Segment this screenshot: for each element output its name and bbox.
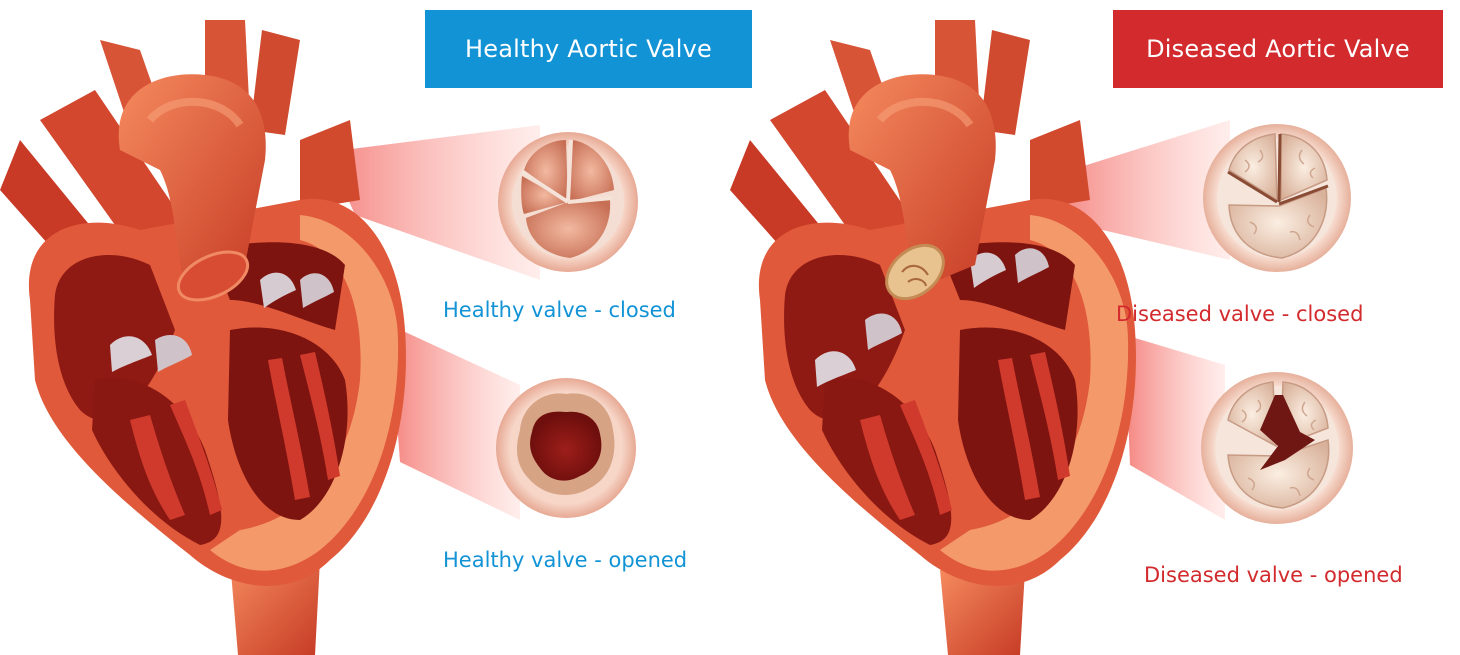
calcified-valve-opened-icon bbox=[1201, 372, 1353, 524]
heart-illustration-diseased bbox=[730, 0, 1460, 655]
tricuspid-valve-opened-icon bbox=[496, 378, 636, 518]
diseased-panel: Diseased Aortic Valve Diseased valve - c… bbox=[730, 0, 1460, 655]
diseased-opened-caption: Diseased valve - opened bbox=[1144, 563, 1403, 587]
healthy-panel: Healthy Aortic Valve Healthy valve - clo… bbox=[0, 0, 730, 655]
calcified-valve-closed-icon bbox=[1203, 124, 1351, 272]
zoom-funnel-opened bbox=[390, 325, 520, 520]
healthy-opened-caption: Healthy valve - opened bbox=[443, 548, 687, 572]
tricuspid-valve-closed-icon bbox=[498, 132, 638, 272]
diseased-closed-caption: Diseased valve - closed bbox=[1116, 302, 1363, 326]
diseased-title-badge: Diseased Aortic Valve bbox=[1113, 10, 1443, 88]
healthy-closed-caption: Healthy valve - closed bbox=[443, 298, 676, 322]
healthy-title-badge: Healthy Aortic Valve bbox=[425, 10, 752, 88]
